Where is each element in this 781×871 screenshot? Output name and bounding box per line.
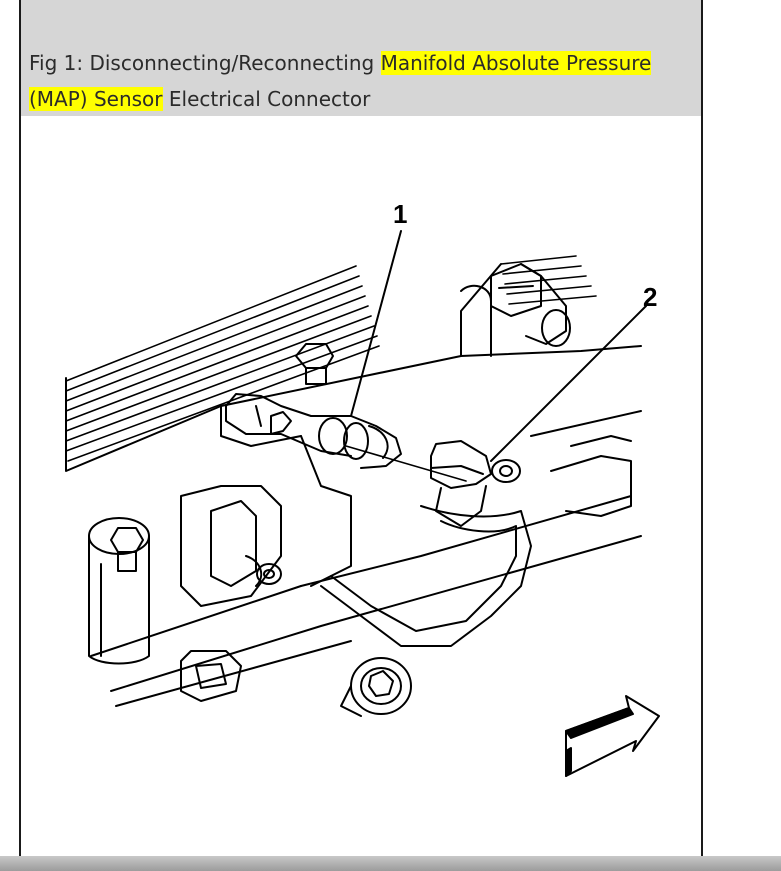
figure-caption: Fig 1: Disconnecting/Reconnecting Manifo… (21, 0, 701, 116)
lower-bolt (340, 657, 412, 717)
callout-2: 2 (643, 282, 657, 312)
map-sensor-connector (225, 393, 402, 469)
intake-ribs (65, 255, 597, 462)
callout-1: 1 (393, 199, 407, 229)
caption-suffix: Electrical Connector (162, 87, 371, 111)
top-bolt (295, 343, 334, 385)
left-sensor-post (88, 517, 150, 665)
bottom-scroll-bar (0, 856, 781, 871)
caption-prefix: Fig 1: Disconnecting/Reconnecting (29, 51, 381, 75)
leader-lines (350, 230, 647, 462)
caption-highlight-1: Manifold Absolute Pressure (380, 51, 652, 75)
document-panel: Fig 1: Disconnecting/Reconnecting Manifo… (19, 0, 703, 856)
direction-arrow-icon (565, 695, 660, 777)
upper-right-fitting (490, 263, 571, 347)
map-sensor-diagram: 1 2 (65, 199, 660, 777)
vacuum-fitting (320, 284, 532, 647)
caption-highlight-2: (MAP) Sensor (29, 87, 163, 111)
